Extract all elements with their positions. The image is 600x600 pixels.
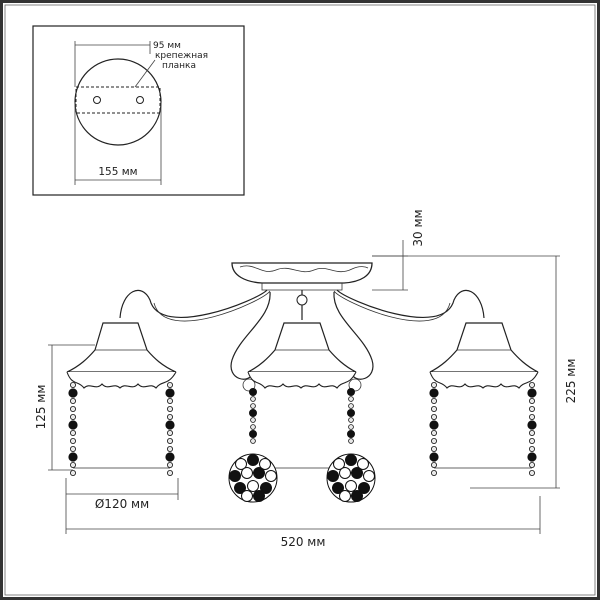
screw-hole-left xyxy=(93,96,101,104)
bead xyxy=(430,429,437,436)
bead xyxy=(70,429,77,436)
shade-center xyxy=(247,322,357,389)
bead xyxy=(166,445,173,452)
crystal-pendants xyxy=(228,387,376,503)
bead xyxy=(529,429,536,436)
bead xyxy=(529,413,536,420)
label-225: 225 мм xyxy=(564,359,578,404)
bead xyxy=(429,388,439,398)
bead xyxy=(529,405,536,412)
bead xyxy=(529,445,536,452)
bead xyxy=(166,461,173,468)
label-155: 155 мм xyxy=(98,166,137,178)
mounting-bar-outline xyxy=(75,86,161,114)
bead xyxy=(70,437,77,444)
leader-mounting-bar xyxy=(134,59,156,88)
bead xyxy=(430,469,437,476)
label-125: 125 мм xyxy=(34,385,48,430)
bead xyxy=(70,445,77,452)
bead xyxy=(68,420,78,430)
canopy-ornament xyxy=(239,265,369,273)
stem-knob xyxy=(296,294,308,306)
bead xyxy=(430,461,437,468)
dimensions: 30 мм 225 мм 125 мм Ø120 мм 520 мм xyxy=(34,209,578,549)
canopy-neck xyxy=(261,283,343,291)
bead xyxy=(527,452,537,462)
bead xyxy=(70,413,77,420)
inner-frame xyxy=(4,4,596,596)
label-30: 30 мм xyxy=(411,209,425,246)
crystal-pendant xyxy=(228,387,278,503)
bead-strand xyxy=(527,381,537,476)
arm-right xyxy=(336,289,485,319)
bead xyxy=(68,388,78,398)
chandelier xyxy=(66,255,539,503)
scroll-left xyxy=(230,291,271,380)
bead-strand xyxy=(429,381,439,476)
bead xyxy=(529,397,536,404)
bead xyxy=(166,469,173,476)
screw-hole-right xyxy=(136,96,144,104)
label-520: 520 мм xyxy=(281,535,326,549)
bead xyxy=(429,452,439,462)
mounting-plate-inset: 95 мм крепежная планка 155 мм xyxy=(32,25,245,196)
bead xyxy=(166,397,173,404)
scroll-right-curl xyxy=(348,378,362,392)
bead-strand xyxy=(68,381,78,476)
bead-strands xyxy=(68,381,537,476)
bead xyxy=(529,381,536,388)
scroll-left-curl xyxy=(242,378,256,392)
scroll-right xyxy=(333,291,374,380)
bead xyxy=(166,405,173,412)
bead xyxy=(430,437,437,444)
bead xyxy=(68,452,78,462)
bead xyxy=(70,469,77,476)
crystal-pendant xyxy=(326,387,376,503)
bead xyxy=(70,397,77,404)
bead xyxy=(166,413,173,420)
bead xyxy=(429,420,439,430)
bead xyxy=(430,445,437,452)
bead-strand xyxy=(165,381,175,476)
label-95: 95 мм xyxy=(153,41,181,51)
bead xyxy=(430,397,437,404)
bead xyxy=(166,381,173,388)
label-120: Ø120 мм xyxy=(95,497,149,511)
arm-left xyxy=(119,289,268,319)
bead xyxy=(165,420,175,430)
bead xyxy=(70,405,77,412)
bead xyxy=(70,381,77,388)
label-mounting-bar-line1: крепежная xyxy=(155,51,208,61)
bead xyxy=(529,461,536,468)
bead xyxy=(527,420,537,430)
bead xyxy=(527,388,537,398)
ceiling-canopy xyxy=(231,262,373,284)
bead xyxy=(166,437,173,444)
bead xyxy=(430,381,437,388)
bead xyxy=(430,405,437,412)
shade-left xyxy=(66,322,177,389)
bead xyxy=(430,413,437,420)
bead xyxy=(165,452,175,462)
bead xyxy=(166,429,173,436)
shade-right xyxy=(429,322,539,389)
bead xyxy=(70,461,77,468)
bead xyxy=(529,437,536,444)
label-mounting-bar-line2: планка xyxy=(162,61,196,71)
bead xyxy=(165,388,175,398)
bead xyxy=(529,469,536,476)
inset-frame xyxy=(32,25,245,196)
